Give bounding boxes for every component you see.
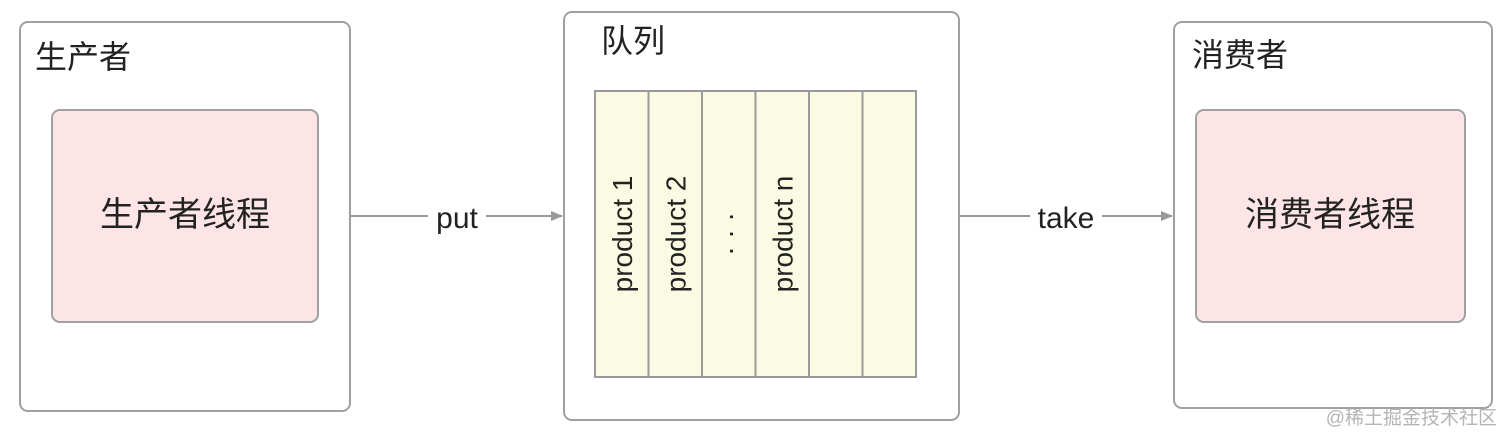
consumer-box: 消费者 消费者线程 xyxy=(1173,21,1493,409)
queue-slot-label: product 2 xyxy=(660,176,691,293)
queue-slot xyxy=(808,90,864,378)
producer-thread-label: 生产者线程 xyxy=(100,196,270,234)
queue-slot-label: product n xyxy=(767,176,798,293)
queue-box: 队列 product 1 product 2 · · · product n xyxy=(563,11,960,421)
put-arrow: put xyxy=(350,202,563,235)
queue-slot-label: · · · xyxy=(714,212,745,256)
queue-title: 队列 xyxy=(601,23,665,59)
queue-slot: · · · xyxy=(701,90,757,378)
consumer-thread-label: 消费者线程 xyxy=(1245,196,1415,234)
take-label: take xyxy=(1038,202,1095,235)
queue-slot: product n xyxy=(754,90,810,378)
consumer-thread-box xyxy=(1195,109,1466,323)
queue-slot xyxy=(861,90,917,378)
put-label: put xyxy=(436,202,478,235)
queue-slot-label: product 1 xyxy=(607,176,638,293)
producer-thread-box xyxy=(51,109,319,323)
queue-slot: product 1 xyxy=(594,90,650,378)
watermark: @稀土掘金技术社区 xyxy=(1326,407,1497,429)
consumer-title: 消费者 xyxy=(1192,37,1288,73)
take-arrow: take xyxy=(960,202,1173,235)
producer-box: 生产者 生产者线程 xyxy=(19,21,351,412)
queue-slot: product 2 xyxy=(647,90,703,378)
producer-title: 生产者 xyxy=(35,39,131,75)
